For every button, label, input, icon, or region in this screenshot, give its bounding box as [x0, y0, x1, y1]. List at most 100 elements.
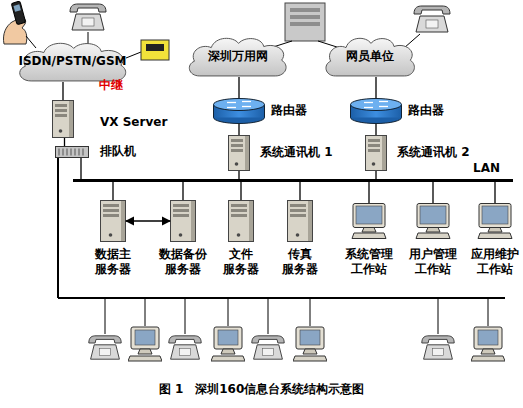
monitor-stand [426, 228, 440, 233]
tower-case [288, 201, 313, 242]
node-label: 数据备份 服务器 [155, 247, 211, 277]
connector-line [240, 182, 241, 200]
network-cloud: 深圳万用网 [185, 35, 290, 77]
queue-stripe [63, 149, 64, 156]
queue-stripe [67, 149, 68, 156]
server-slot [290, 8, 320, 12]
connector-line [368, 182, 369, 203]
power-button [109, 233, 113, 237]
fax-slot [146, 44, 164, 51]
tower-side [249, 201, 253, 241]
node-label: 路由器 [271, 103, 307, 118]
power-button [235, 162, 239, 166]
node-label: 排队机 [100, 144, 136, 159]
server-icon: 系统通讯机 1 [228, 135, 250, 171]
node-label: 用户管理 工作站 [405, 247, 461, 277]
drive-slot [231, 149, 243, 152]
network-cloud: 网员单位 [322, 35, 418, 77]
telephone-icon [422, 336, 454, 359]
cloud-label: 网员单位 [322, 35, 418, 77]
connector-line [64, 138, 65, 146]
lan-line [73, 179, 513, 182]
keyboard [352, 233, 386, 239]
server-icon: VX Server [52, 100, 74, 138]
telephone-icon [169, 336, 201, 359]
connector-line [375, 77, 376, 98]
drive-slot [55, 114, 67, 117]
power-button [237, 233, 241, 237]
router-arrow [242, 106, 251, 107]
queue-machine: 排队机 [55, 146, 89, 158]
queue-stripe [75, 149, 76, 156]
drive-slot [173, 204, 189, 207]
drive-slot [173, 214, 189, 217]
tower-shape [228, 200, 254, 242]
drive-slot [55, 109, 67, 112]
router-arrow [227, 107, 236, 108]
router-arrow [242, 101, 251, 102]
node-label: LAN [473, 161, 500, 176]
connector-line [62, 82, 63, 100]
mobile-screen [14, 4, 21, 11]
connector-line [80, 158, 81, 179]
tower-case [53, 101, 74, 138]
connector-line [238, 124, 239, 135]
tower-side [308, 201, 312, 241]
edge-label: 中继 [99, 77, 123, 94]
tower-side [121, 201, 125, 241]
tower-case [366, 136, 387, 171]
drive-slot [55, 104, 67, 107]
tower-case [171, 201, 196, 242]
computer-icon [293, 327, 327, 361]
monitor-case [417, 204, 449, 228]
node-label: 系统管理 工作站 [341, 247, 397, 277]
router-edge [401, 105, 402, 118]
workstation-icon: 用户管理 工作站 [416, 203, 450, 239]
server-icon [285, 3, 325, 41]
tower-side [69, 101, 73, 137]
wire [404, 34, 420, 48]
router-arrow [379, 106, 388, 107]
telephone-icon [89, 336, 121, 359]
connector-line [432, 182, 433, 203]
router-icon: 路由器 [350, 98, 402, 124]
drive-slot [231, 204, 247, 207]
computer-icon [128, 327, 162, 361]
router-edge [264, 105, 265, 118]
monitor-screen [356, 206, 382, 224]
wire [88, 32, 89, 45]
computer-icon [471, 327, 505, 361]
workstation-icon: 应用维护 工作站 [478, 203, 512, 239]
node-label: 应用维护 工作站 [467, 247, 523, 277]
node-label: 数据主 服务器 [85, 247, 141, 277]
router-edge [350, 105, 351, 118]
router-shape [213, 98, 265, 124]
queue-shape [55, 146, 89, 158]
workstation-icon: 系统管理 工作站 [352, 203, 386, 239]
telephone-icon [414, 6, 450, 32]
drive-slot [103, 209, 119, 212]
connector-line [375, 124, 376, 135]
queue-stripe [79, 149, 80, 156]
tower-shape [100, 200, 126, 242]
connector-line [182, 182, 183, 200]
server-icon: 传真 服务器 [287, 200, 313, 242]
wire [105, 298, 106, 334]
tower-side [245, 136, 249, 170]
server-icon: 数据主 服务器 [100, 200, 126, 242]
monitor-shape [352, 203, 386, 239]
drive-slot [103, 204, 119, 207]
wire [26, 36, 36, 48]
node-label: 系统通讯机 2 [397, 145, 470, 160]
figure-caption: 图 1 深圳160信息台系统结构示意图 [0, 381, 523, 398]
monitor-stand [488, 228, 502, 233]
drive-slot [368, 144, 380, 147]
tower-shape [287, 200, 313, 242]
drive-slot [290, 209, 306, 212]
tower-case [229, 136, 250, 171]
router-arrow [379, 101, 388, 102]
computer-icon [211, 327, 245, 361]
drive-slot [231, 144, 243, 147]
queue-case [56, 147, 89, 158]
server-icon: 数据备份 服务器 [170, 200, 196, 242]
